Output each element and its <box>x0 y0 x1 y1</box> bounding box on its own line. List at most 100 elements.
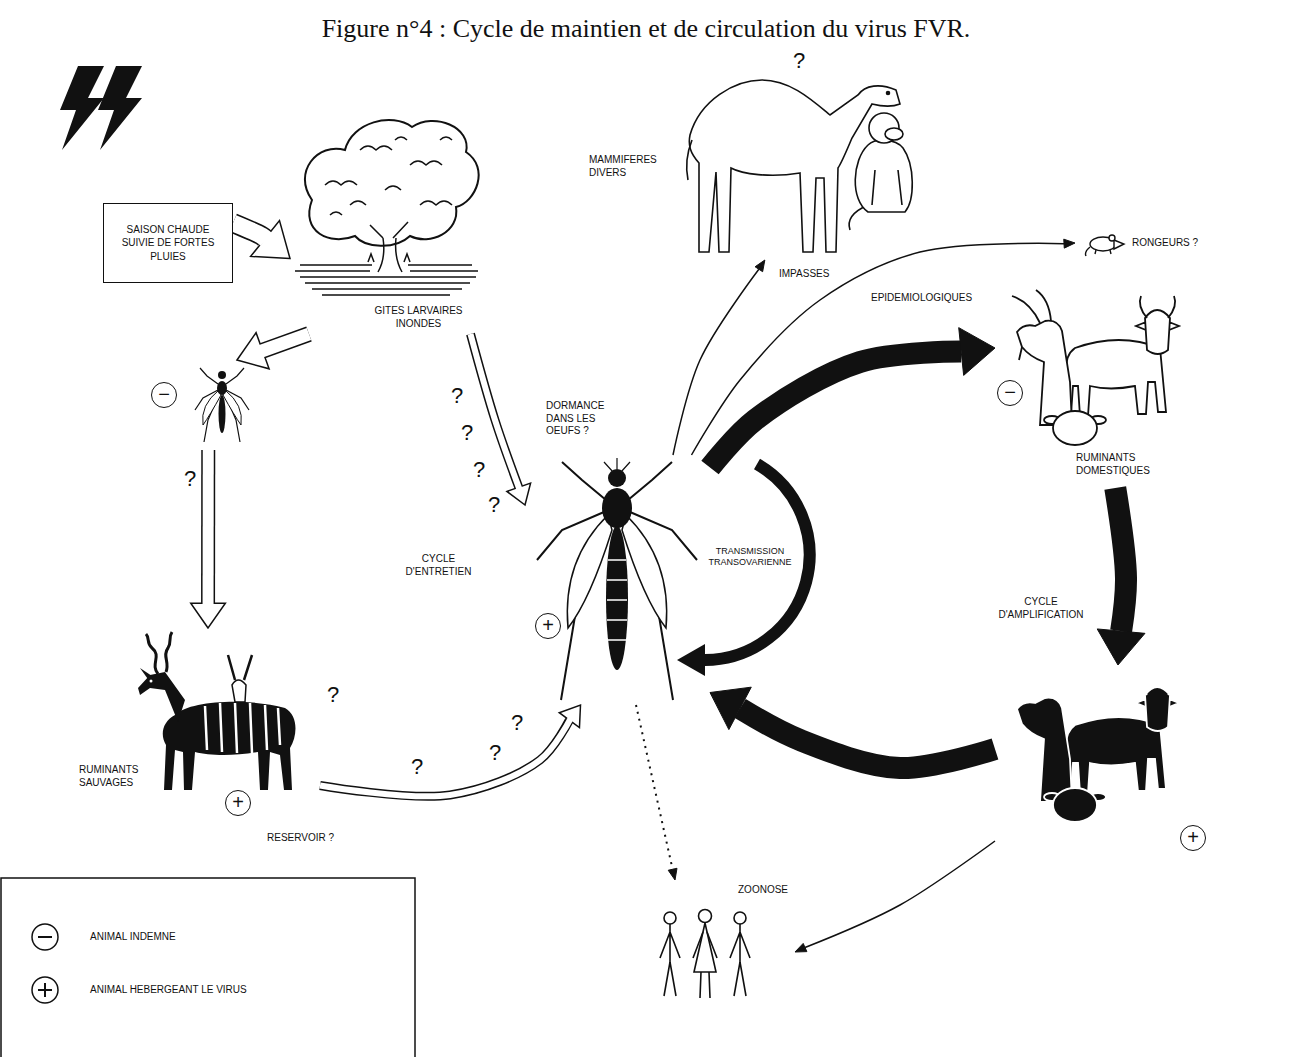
mammal-illustration <box>855 140 912 212</box>
wild-ruminant-illustration <box>146 632 172 674</box>
arrow-connector <box>237 333 309 369</box>
mosquito-node: − <box>145 360 260 450</box>
mosquito-small-illustration <box>217 381 227 395</box>
legend-symbol-ring <box>32 977 58 1003</box>
tree-illustration <box>368 254 410 262</box>
legend-symbol <box>32 977 58 1003</box>
arrow-head <box>710 687 751 729</box>
node-label: ZOONOSE <box>737 884 789 897</box>
arrow-shaft <box>320 720 569 796</box>
arrow-shaft-inner <box>203 450 214 605</box>
status-sign: − <box>997 380 1023 406</box>
mosquito-vector-illustration <box>606 526 628 670</box>
node-label: RONGEURS ? <box>1131 237 1199 250</box>
status-sign: + <box>225 790 251 816</box>
arrow-connector <box>795 841 995 952</box>
arrow-head <box>755 260 765 272</box>
wild-ruminant-illustration <box>163 702 296 790</box>
question-mark: ? <box>460 422 474 444</box>
tree-illustration <box>295 265 478 295</box>
transovarian-loop-arrow <box>677 464 810 676</box>
question-mark: ? <box>410 756 424 778</box>
node-label: GITES LARVAIRES INONDES <box>360 305 477 330</box>
mosquito-vector-illustration <box>607 560 627 640</box>
annotation-label: CYCLE D'AMPLIFICATION <box>985 596 1097 621</box>
legend-symbol-bar <box>44 983 46 997</box>
human-figures <box>660 910 750 999</box>
transovarian-loop-arrow <box>677 644 705 676</box>
human-figures <box>734 912 746 924</box>
human-figures <box>693 932 717 998</box>
arrow-shaft <box>740 708 995 768</box>
mosquito-vector-illustration <box>602 488 632 528</box>
mammal-illustration <box>687 140 692 180</box>
wild-ruminant-illustration <box>232 680 246 702</box>
arrow-shaft-inner <box>233 223 267 240</box>
human-node: ZOONOSE <box>645 880 795 1000</box>
arrow-head <box>668 868 677 880</box>
mosquito-vector-illustration <box>537 458 697 700</box>
status-sign: + <box>535 613 561 639</box>
arrow-shaft <box>805 841 995 948</box>
mosquito-small-illustration <box>195 368 249 442</box>
question-mark: ? <box>472 459 486 481</box>
human-figures <box>660 924 680 996</box>
arrow-connector <box>233 221 290 259</box>
node-label: RUMINANTS DOMESTIQUES <box>1075 452 1167 477</box>
wild-ruminant-illustration <box>205 703 280 753</box>
legend-symbol-bar <box>38 936 52 938</box>
rodent-illustration <box>1114 240 1124 249</box>
arrow-shaft-inner <box>261 334 309 351</box>
arrow-connector <box>320 705 581 796</box>
annotation-label: CYCLE D'ENTRETIEN <box>395 553 482 578</box>
mammal-illustration <box>887 92 890 95</box>
question-mark: ? <box>487 494 501 516</box>
lightning-symbol <box>60 66 142 150</box>
arrow-head <box>1097 629 1145 665</box>
arrow-shaft <box>710 352 961 468</box>
tree-illustration <box>325 137 452 215</box>
mosquito-small-illustration <box>218 371 226 379</box>
legend-symbol <box>32 924 58 950</box>
mosquito-vector-illustration <box>537 462 697 700</box>
infected-ruminant-illustration <box>1012 667 1179 822</box>
rodent-illustration <box>1086 235 1125 256</box>
legend-label: ANIMAL INDEMNE <box>90 931 176 944</box>
rodent-illustration <box>1086 247 1091 256</box>
mammal-illustration <box>687 80 913 252</box>
lightning-symbol <box>98 66 142 150</box>
arrow-connector <box>710 328 995 468</box>
annotation-label: IMPASSES <box>778 268 830 281</box>
wild-ruminant-illustration <box>140 668 152 682</box>
tree-illustration <box>305 120 479 246</box>
annotation-label: RESERVOIR ? <box>266 832 335 845</box>
human-figures <box>730 924 750 996</box>
node-label: SAISON CHAUDE SUIVIE DE FORTES PLUIES <box>112 223 224 264</box>
legend-symbol-ring <box>32 924 58 950</box>
figure-title: Figure n°4 : Cycle de maintien et de cir… <box>0 14 1292 44</box>
rodent-illustration <box>1109 235 1115 241</box>
tree-illustration <box>295 120 479 295</box>
mammal-illustration <box>872 170 902 205</box>
annotation-label: TRANSMISSION TRANSOVARIENNE <box>700 546 800 569</box>
wild-ruminant-illustration <box>150 680 153 683</box>
wild-ruminant-illustration <box>138 672 185 722</box>
edge-label: DORMANCE DANS LES OEUFS ? <box>545 400 621 438</box>
mosquito-small-illustration <box>195 368 249 442</box>
rodent-node: RONGEURS ? <box>1075 228 1215 258</box>
question-mark: ? <box>488 742 502 764</box>
status-sign: − <box>151 382 177 408</box>
breeding-site-node: GITES LARVAIRES INONDES <box>290 112 480 334</box>
arrow-connector <box>636 705 677 880</box>
domestic-ruminant-illustration <box>1012 290 1179 445</box>
arrow-connector <box>471 334 531 505</box>
arrow-head <box>191 603 226 628</box>
arrow-shaft <box>636 705 673 869</box>
mammal-node: ?MAMMIFERES DIVERS <box>585 50 915 260</box>
legend-label: ANIMAL HEBERGEANT LE VIRUS <box>90 984 247 997</box>
question-mark: ? <box>326 684 340 706</box>
lightning-symbol <box>60 66 104 150</box>
wild-ruminant-node: RUMINANTS SAUVAGES+ <box>75 628 320 820</box>
arrow-head <box>795 943 807 952</box>
mosquito-small-illustration <box>219 395 226 433</box>
